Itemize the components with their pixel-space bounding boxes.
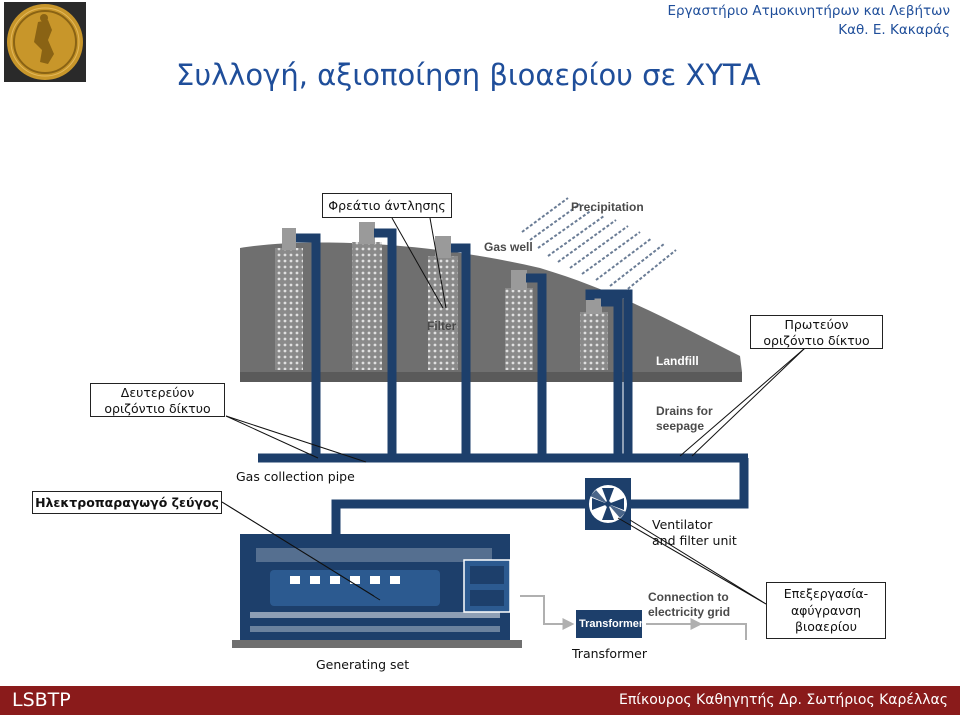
callout-secondary-line2: οριζόντιο δίκτυο — [104, 401, 211, 416]
generating-set-label: Generating set — [316, 657, 410, 672]
page-title: Συλλογή, αξιοποίηση βιοαερίου σε ΧΥΤΑ — [176, 58, 761, 92]
callout-generator: Ηλεκτροπαραγωγό ζεύγος — [32, 491, 222, 514]
professor-name: Καθ. Ε. Κακαράς — [838, 22, 950, 38]
landfill-label: Landfill — [656, 354, 699, 368]
landfill-gas-diagram — [221, 197, 806, 648]
gas-wells — [275, 222, 608, 370]
ventilator-label-line2: and filter unit — [652, 533, 737, 548]
callout-secondary-network: Δευτερεύον οριζόντιο δίκτυο — [90, 383, 225, 417]
transformer-label: Transformer — [572, 646, 648, 661]
pipe-network — [258, 228, 749, 536]
callout-biogas-processing: Επεξεργασία- αφύγρανση βιοαερίου — [766, 582, 886, 639]
connection-grid-line1: Connection to — [648, 590, 729, 604]
callout-primary-network: Πρωτεύον οριζόντιο δίκτυο — [750, 315, 883, 349]
footer-lab-acronym: LSBTP — [12, 689, 71, 711]
transformer-box-label: Transformer — [579, 618, 644, 630]
generating-set — [232, 534, 522, 648]
drains-label-line2: seepage — [656, 419, 705, 433]
footer-bar — [0, 686, 960, 715]
gas-well-label: Gas well — [484, 240, 533, 254]
drains-label-line1: Drains for — [656, 404, 713, 418]
callout-processing-line3: βιοαερίου — [795, 619, 857, 634]
precipitation-streaks — [521, 197, 677, 293]
filter-label: Filter — [427, 319, 457, 333]
footer-author: Επίκουρος Καθηγητής Δρ. Σωτήριος Καρέλλα… — [619, 692, 948, 708]
connection-grid-label: Connection to electricity grid — [648, 590, 730, 620]
ventilator-unit — [585, 478, 631, 530]
drains-label: Drains for seepage — [656, 404, 713, 434]
callout-leaders — [221, 217, 806, 605]
gas-collection-pipe-label: Gas collection pipe — [236, 469, 355, 484]
callout-primary-line2: οριζόντιο δίκτυο — [763, 333, 870, 348]
callout-processing-line2: αφύγρανση — [790, 602, 862, 618]
lab-header: Εργαστήριο Ατμοκινητήρων και Λεβήτων Καθ… — [667, 2, 950, 40]
precipitation-label: Precipitation — [571, 200, 644, 214]
ventilator-label: Ventilator and filter unit — [652, 517, 737, 549]
transformer-box — [576, 610, 642, 638]
grid-arrows — [520, 595, 747, 640]
connection-grid-line2: electricity grid — [648, 605, 731, 619]
callout-primary-line1: Πρωτεύον — [784, 317, 849, 332]
callout-processing-line1: Επεξεργασία- — [783, 586, 869, 601]
lab-name: Εργαστήριο Ατμοκινητήρων και Λεβήτων — [667, 3, 950, 19]
university-seal-logo — [4, 2, 86, 82]
ventilator-label-line1: Ventilator — [652, 517, 713, 532]
callout-secondary-line1: Δευτερεύον — [120, 385, 195, 400]
callout-extraction-well: Φρεάτιο άντλησης — [322, 193, 452, 218]
